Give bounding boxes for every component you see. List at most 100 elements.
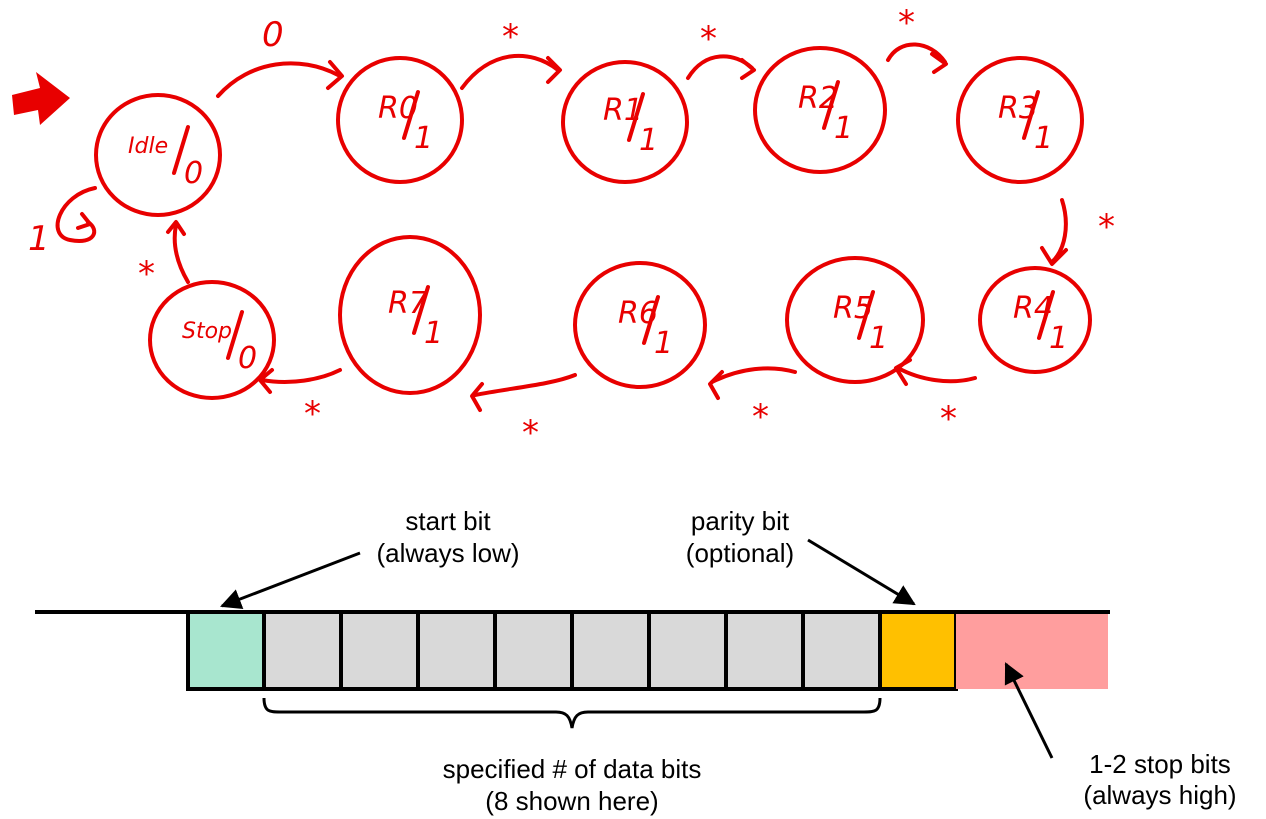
edge-label-r6-r7: * bbox=[522, 413, 539, 453]
edge-label-r3-r4: * bbox=[1098, 207, 1115, 247]
state-output: 0 bbox=[184, 156, 203, 191]
arrowhead-icon bbox=[166, 220, 186, 236]
data-bits-label: specified # of data bits bbox=[443, 754, 702, 784]
state-r2: R21 bbox=[753, 46, 887, 174]
start-bit-note: (always low) bbox=[376, 538, 519, 568]
edge-idle-self bbox=[55, 186, 97, 243]
edge-label-r4-r5: * bbox=[940, 399, 957, 439]
state-circle bbox=[148, 280, 276, 400]
arrowhead-icon bbox=[76, 212, 92, 230]
edge-label-idle-r0: 0 bbox=[262, 15, 284, 55]
arrowhead-icon bbox=[1040, 246, 1068, 266]
start-arrow-icon bbox=[12, 72, 70, 125]
edge-label-r5-r6: * bbox=[752, 397, 769, 437]
data-bits-brace bbox=[262, 697, 882, 729]
edge-stop-idle bbox=[172, 223, 190, 284]
edge-label-r7-stop: * bbox=[304, 394, 321, 434]
arrowhead-icon bbox=[894, 358, 912, 386]
arrowhead-icon bbox=[258, 368, 274, 394]
state-r6: R61 bbox=[573, 261, 707, 389]
state-output: 1 bbox=[654, 326, 673, 361]
start-bit-label: start bit bbox=[405, 506, 491, 536]
edge-r7-stop bbox=[260, 368, 342, 384]
state-divider bbox=[226, 310, 244, 360]
data-bit-cell bbox=[493, 610, 574, 691]
parity-bit-pointer bbox=[807, 538, 916, 606]
data-bit-cell bbox=[416, 610, 497, 691]
state-name: Idle bbox=[128, 134, 168, 159]
state-circle bbox=[785, 256, 925, 384]
start-bit bbox=[186, 610, 266, 691]
state-output: 1 bbox=[639, 123, 658, 158]
state-circle bbox=[94, 93, 222, 217]
state-output: 1 bbox=[869, 321, 888, 356]
arrowhead-icon bbox=[930, 52, 948, 74]
state-divider bbox=[642, 295, 660, 345]
edge-label-stop-idle: * bbox=[138, 254, 155, 294]
edge-idle-r0 bbox=[216, 61, 340, 98]
arrowhead-icon bbox=[546, 56, 562, 84]
state-divider bbox=[627, 92, 645, 142]
edge-r4-r5 bbox=[896, 366, 977, 384]
state-output: 1 bbox=[424, 316, 443, 351]
state-circle bbox=[956, 56, 1084, 184]
state-output: 1 bbox=[834, 111, 853, 146]
stop-bits-label: 1-2 stop bits bbox=[1089, 749, 1231, 779]
state-circle bbox=[978, 266, 1092, 374]
state-r0: R01 bbox=[336, 56, 464, 184]
state-divider bbox=[1037, 290, 1055, 340]
state-circle bbox=[561, 60, 689, 184]
state-idle: Idle 0 bbox=[94, 93, 222, 217]
edge-label-r0-r1: * bbox=[502, 17, 519, 57]
state-r7: R71 bbox=[338, 235, 482, 395]
state-circle bbox=[336, 56, 464, 184]
data-bit-cell bbox=[801, 610, 882, 691]
stop-bits-pointer bbox=[1004, 662, 1054, 759]
uart-frame: start bit (always low) parity bit (optio… bbox=[35, 506, 1237, 816]
state-r3: R31 bbox=[956, 56, 1084, 184]
edge-r2-r3 bbox=[886, 42, 947, 64]
state-r1: R11 bbox=[561, 60, 689, 184]
state-output: 1 bbox=[1049, 321, 1068, 356]
edge-label-r1-r2: * bbox=[700, 19, 717, 59]
state-divider bbox=[857, 290, 875, 340]
state-divider bbox=[822, 80, 840, 130]
parity-bit bbox=[878, 610, 958, 691]
edge-r0-r1 bbox=[460, 53, 560, 90]
state-divider bbox=[412, 285, 430, 335]
edge-r5-r6 bbox=[710, 366, 797, 384]
start-bit-pointer bbox=[220, 551, 361, 610]
data-bit-cell bbox=[262, 610, 343, 691]
state-divider bbox=[402, 90, 420, 140]
stop-bits bbox=[956, 612, 1108, 689]
state-circle bbox=[573, 261, 707, 389]
parity-bit-label: parity bit bbox=[691, 506, 790, 536]
arrowhead-icon bbox=[326, 60, 344, 90]
data-bit-cell bbox=[647, 610, 728, 691]
state-output: 0 bbox=[238, 341, 257, 376]
state-divider bbox=[1022, 90, 1040, 140]
edge-label-idle-self: 1 bbox=[28, 219, 50, 259]
data-bits-note: (8 shown here) bbox=[485, 786, 658, 816]
state-name: Stop bbox=[182, 319, 232, 344]
data-bit-cell bbox=[339, 610, 420, 691]
data-bit-cell bbox=[570, 610, 651, 691]
edge-r6-r7 bbox=[473, 373, 577, 397]
state-circle bbox=[338, 235, 482, 395]
stop-bits-note: (always high) bbox=[1083, 780, 1236, 810]
state-circle bbox=[753, 46, 887, 174]
parity-bit-note: (optional) bbox=[686, 538, 794, 568]
state-r5: R51 bbox=[785, 256, 925, 384]
state-output: 1 bbox=[414, 121, 433, 156]
edge-label-r2-r3: * bbox=[898, 3, 915, 43]
state-r4: R41 bbox=[978, 266, 1092, 374]
state-output: 1 bbox=[1034, 121, 1053, 156]
arrowhead-icon bbox=[708, 370, 724, 400]
data-bits bbox=[262, 610, 882, 691]
data-bit-cell bbox=[724, 610, 805, 691]
arrowhead-icon bbox=[470, 382, 484, 412]
arrowhead-icon bbox=[740, 58, 756, 80]
